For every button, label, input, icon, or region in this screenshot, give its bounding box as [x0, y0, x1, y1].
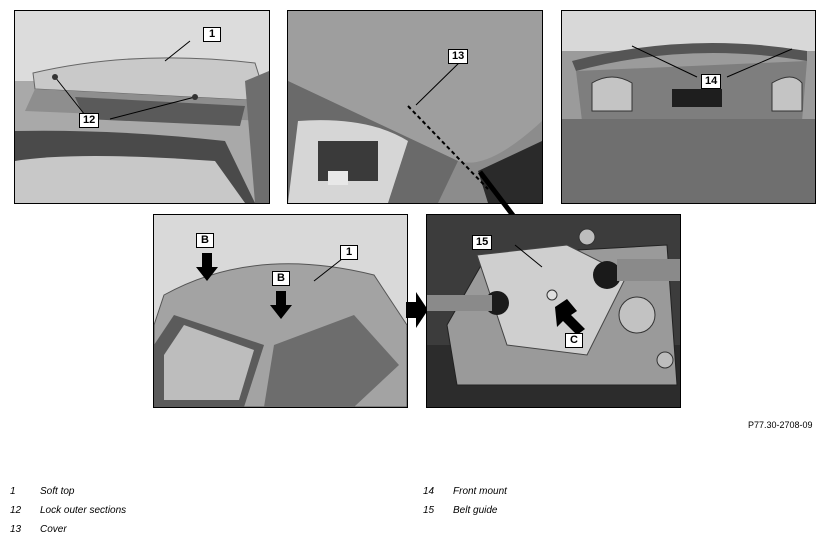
callout-b-mid: B	[272, 271, 290, 286]
legend-text: Front mount	[453, 486, 507, 497]
legend-text: Soft top	[40, 486, 75, 497]
photo-soft-top-locks: 1 12	[14, 10, 270, 204]
callout-15: 15	[472, 235, 493, 250]
legend-text: Belt guide	[453, 505, 498, 516]
photo-soft-top-closed: B B 1	[153, 214, 408, 408]
legend-number: 12	[10, 505, 22, 516]
callout-c: C	[565, 333, 583, 348]
legend-text: Cover	[40, 524, 67, 535]
callout-b-top: B	[196, 233, 214, 248]
callout-14: 14	[701, 74, 722, 89]
callout-1: 1	[203, 27, 221, 42]
legend-number: 1	[10, 486, 16, 497]
photo-front-mount: 14	[561, 10, 816, 204]
callout-13: 13	[448, 49, 469, 64]
figure-reference: P77.30-2708-09	[748, 420, 813, 430]
arrow-right-icon	[406, 292, 428, 328]
photo-belt-guide: 15 C	[426, 214, 681, 408]
legend-text: Lock outer sections	[40, 505, 127, 516]
legend-number: 15	[423, 505, 435, 516]
callout-12: 12	[79, 113, 100, 128]
connector-line	[478, 170, 517, 220]
legend-number: 14	[423, 486, 435, 497]
photo-cover: 13	[287, 10, 543, 204]
callout-1-closed: 1	[340, 245, 358, 260]
legend-number: 13	[10, 524, 22, 535]
